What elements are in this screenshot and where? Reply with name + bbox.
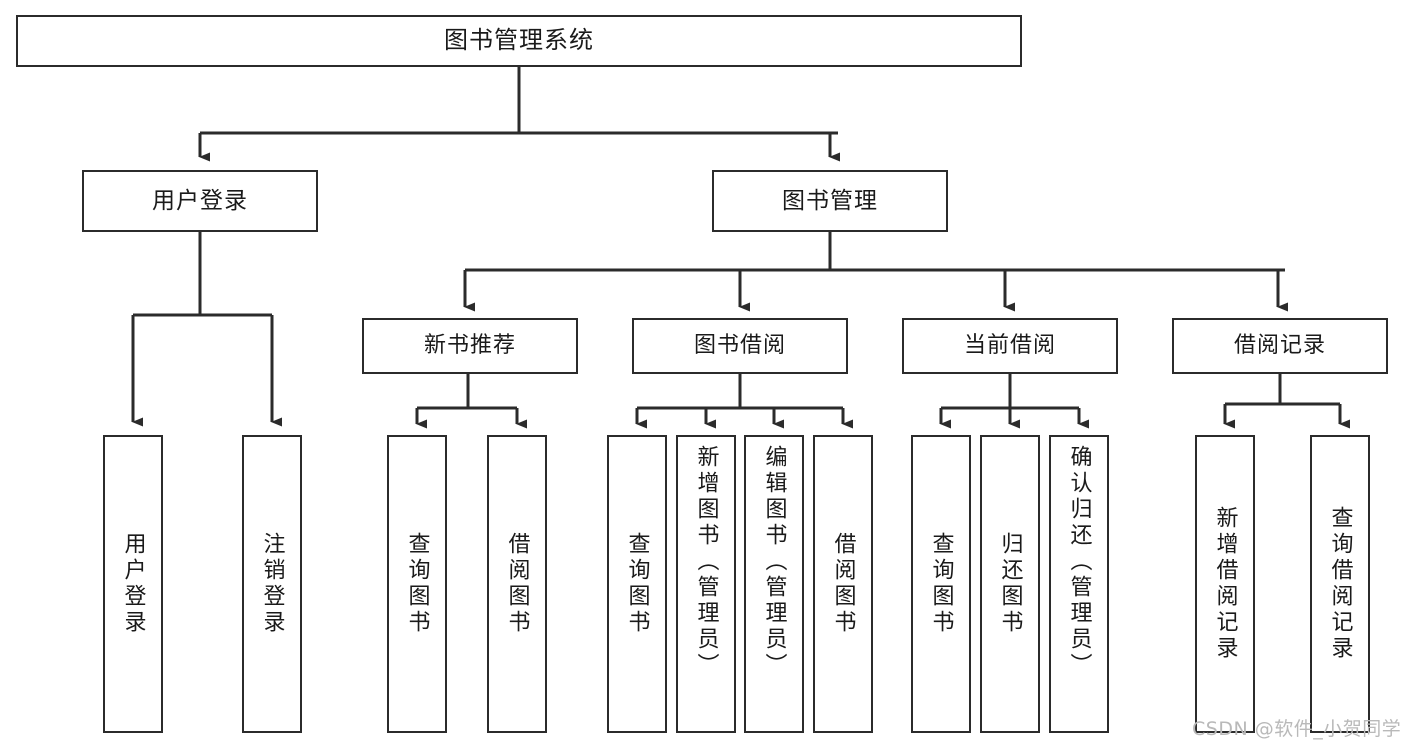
node-label: 图书借阅 — [693, 333, 786, 359]
node-label: 新书推荐 — [423, 333, 516, 359]
node-label: 查询图书 — [928, 532, 954, 636]
node-label: 图书管理 — [782, 187, 878, 214]
node-label: 借阅图书 — [830, 532, 856, 636]
node-label: 注销登录 — [259, 532, 285, 636]
leaf-user-logout[interactable]: 注销登录 — [242, 435, 302, 733]
leaf-newbook-query-books[interactable]: 查询图书 — [387, 435, 447, 733]
node-label: 编辑图书（管理员） — [761, 445, 787, 679]
leaf-borrow-edit-book-admin[interactable]: 编辑图书（管理员） — [744, 435, 804, 733]
node-new-book-recommendation[interactable]: 新书推荐 — [362, 318, 578, 374]
node-label: 借阅图书 — [504, 532, 530, 636]
leaf-borrow-borrow-books[interactable]: 借阅图书 — [813, 435, 873, 733]
leaf-current-query-books[interactable]: 查询图书 — [911, 435, 971, 733]
node-label: 新增图书（管理员） — [693, 445, 719, 679]
node-root-book-management-system[interactable]: 图书管理系统 — [16, 15, 1022, 67]
node-label: 新增借阅记录 — [1212, 506, 1238, 662]
leaf-user-login[interactable]: 用户登录 — [103, 435, 163, 733]
node-label: 当前借阅 — [963, 333, 1056, 359]
leaf-newbook-borrow-books[interactable]: 借阅图书 — [487, 435, 547, 733]
csdn-watermark: CSDN @软件_小贺同学 — [1192, 718, 1402, 740]
leaf-borrow-add-book-admin[interactable]: 新增图书（管理员） — [676, 435, 736, 733]
leaf-borrow-query-books[interactable]: 查询图书 — [607, 435, 667, 733]
node-current-borrowing[interactable]: 当前借阅 — [902, 318, 1118, 374]
node-label: 用户登录 — [152, 187, 248, 214]
node-label: 借阅记录 — [1233, 333, 1326, 359]
node-user-login[interactable]: 用户登录 — [82, 170, 318, 232]
leaf-records-add-record[interactable]: 新增借阅记录 — [1195, 435, 1255, 733]
leaf-records-query-record[interactable]: 查询借阅记录 — [1310, 435, 1370, 733]
node-borrow-records[interactable]: 借阅记录 — [1172, 318, 1388, 374]
node-label: 查询图书 — [624, 532, 650, 636]
node-label: 确认归还（管理员） — [1066, 445, 1092, 679]
node-label: 图书管理系统 — [444, 26, 594, 55]
node-label: 归还图书 — [997, 532, 1023, 636]
node-label: 查询借阅记录 — [1327, 506, 1353, 662]
node-label: 查询图书 — [404, 532, 430, 636]
node-label: 用户登录 — [120, 532, 146, 636]
node-book-borrowing[interactable]: 图书借阅 — [632, 318, 848, 374]
leaf-current-return-books[interactable]: 归还图书 — [980, 435, 1040, 733]
node-book-management[interactable]: 图书管理 — [712, 170, 948, 232]
leaf-current-confirm-return-admin[interactable]: 确认归还（管理员） — [1049, 435, 1109, 733]
